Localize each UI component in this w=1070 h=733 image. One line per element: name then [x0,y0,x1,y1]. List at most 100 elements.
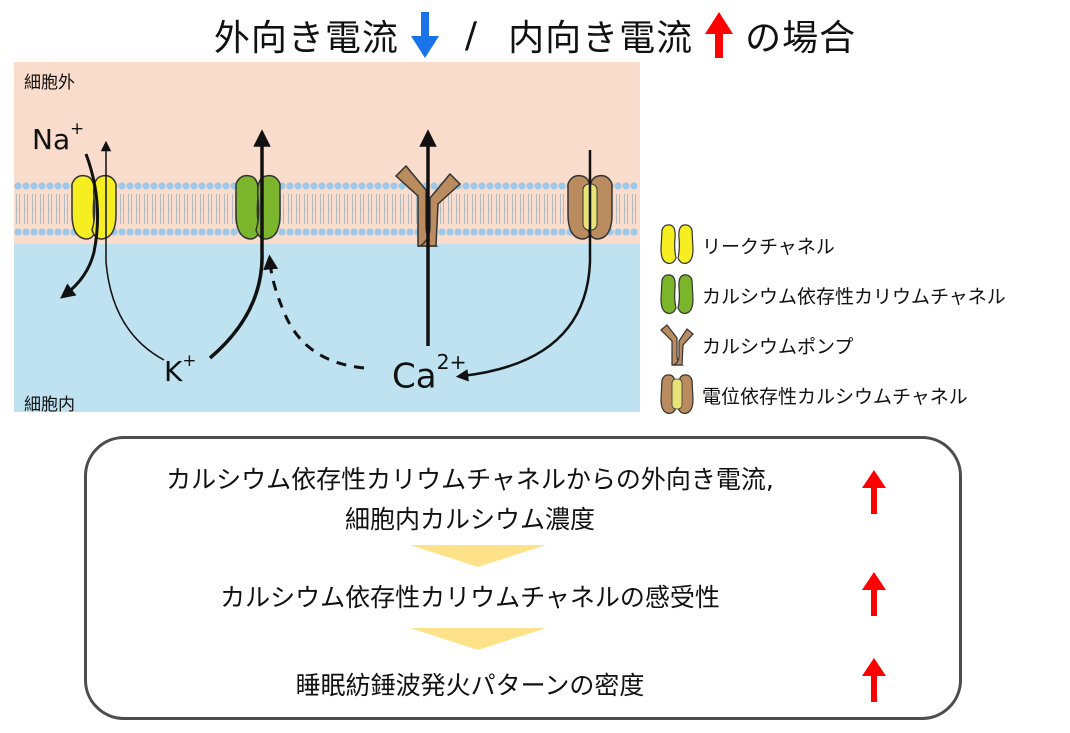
lipid-head [550,182,558,190]
lipid-head [486,228,494,236]
lipid-head [406,228,414,236]
lipid-head [350,228,358,236]
lipid-head [166,228,174,236]
lipid-head [126,182,134,190]
lipid-head [390,228,398,236]
lipid-head [302,182,310,190]
membrane-diagram [14,62,640,412]
lipid-head [174,182,182,190]
lipid-head [38,228,46,236]
lipid-head [382,182,390,190]
lipid-head [510,228,518,236]
extracellular-region [14,62,640,244]
lipid-head [22,228,30,236]
leak-k-efflux-arrow [100,140,165,361]
lipid-head [470,182,478,190]
lipid-head [222,228,230,236]
calcium-pump-icon [660,324,694,366]
lipid-head [134,182,142,190]
lipid-head [22,182,30,190]
lipid-head [286,182,294,190]
lipid-head [430,182,438,190]
lipid-head [118,182,126,190]
red-up-arrow-icon [862,572,886,616]
lipid-head [310,182,318,190]
summary-outward-current-line: カルシウム依存性カリウムチャネルからの外向き電流, [166,465,774,494]
lipid-head [438,228,446,236]
lipid-head [358,228,366,236]
lipid-head [630,228,638,236]
lipid-head [294,182,302,190]
lipid-head [622,228,630,236]
lipid-head [558,228,566,236]
lipid-head [30,182,38,190]
title-case-suffix: の場合 [745,18,857,59]
lipid-head [542,228,550,236]
lipid-head [46,228,54,236]
intracellular-region [14,244,640,412]
lipid-head [494,228,502,236]
summary-spindle-density-line: 睡眠紡錘波発火パターンの密度 [295,671,645,700]
lipid-head [526,182,534,190]
lipid-head [542,182,550,190]
legend-item-vgcc: 電位依存性カルシウムチャネル [660,370,1065,420]
lipid-head [310,228,318,236]
lipid-head [326,182,334,190]
legend-label: 電位依存性カルシウムチャネル [702,385,968,408]
lipid-head [206,182,214,190]
calcium-activation-dashed-arrow [263,254,365,370]
lipid-head [622,182,630,190]
lipid-head [334,182,342,190]
lipid-head [302,228,310,236]
divider-triangle [410,628,546,650]
lipid-head [174,228,182,236]
figure-title: 外向き電流 / 内向き電流 の場合 [0,8,1070,62]
lipid-head [150,182,158,190]
lipid-head [150,228,158,236]
lipid-head [326,228,334,236]
summary-kca-sensitivity-line: カルシウム依存性カリウムチャネルの感受性 [220,583,720,612]
leak-channel-icon [660,224,694,265]
leak-channel [71,174,117,240]
lipid-head [214,228,222,236]
blue-down-arrow-icon [410,12,439,58]
lipid-head [158,182,166,190]
title-inward-current: 内向き電流 [508,18,694,59]
lipid-head [510,182,518,190]
intracellular-label: 細胞内 [24,395,75,415]
lipid-head [350,182,358,190]
lipid-head [142,182,150,190]
red-up-arrow-icon [862,658,886,702]
lipid-head [550,228,558,236]
lipid-head [534,228,542,236]
divider-triangle [410,545,546,567]
lipid-head [454,228,462,236]
red-up-arrow-icon [705,12,734,58]
lipid-head [558,182,566,190]
kca-k-efflux-arrow [208,129,271,360]
lipid-head [318,182,326,190]
lipid-head [462,228,470,236]
lipid-head [190,228,198,236]
potassium-ion-label: K+ [164,350,197,389]
lipid-head [382,228,390,236]
lipid-head [54,182,62,190]
lipid-head [486,182,494,190]
lipid-head [118,228,126,236]
calcium-ion-label: Ca2+ [392,350,467,397]
lipid-head [126,228,134,236]
calcium-dependent-potassium-channel-icon [660,274,694,315]
lipid-head [366,182,374,190]
lipid-head [518,228,526,236]
lipid-head [182,228,190,236]
lipid-head [390,182,398,190]
legend-item-kca-channel: カルシウム依存性カリウムチャネル [660,270,1065,320]
lipid-head [278,228,286,236]
lipid-head [14,182,22,190]
lipid-head [398,228,406,236]
lipid-head [198,182,206,190]
lipid-head [342,182,350,190]
lipid-head [478,228,486,236]
lipid-head [206,228,214,236]
lipid-head [214,182,222,190]
